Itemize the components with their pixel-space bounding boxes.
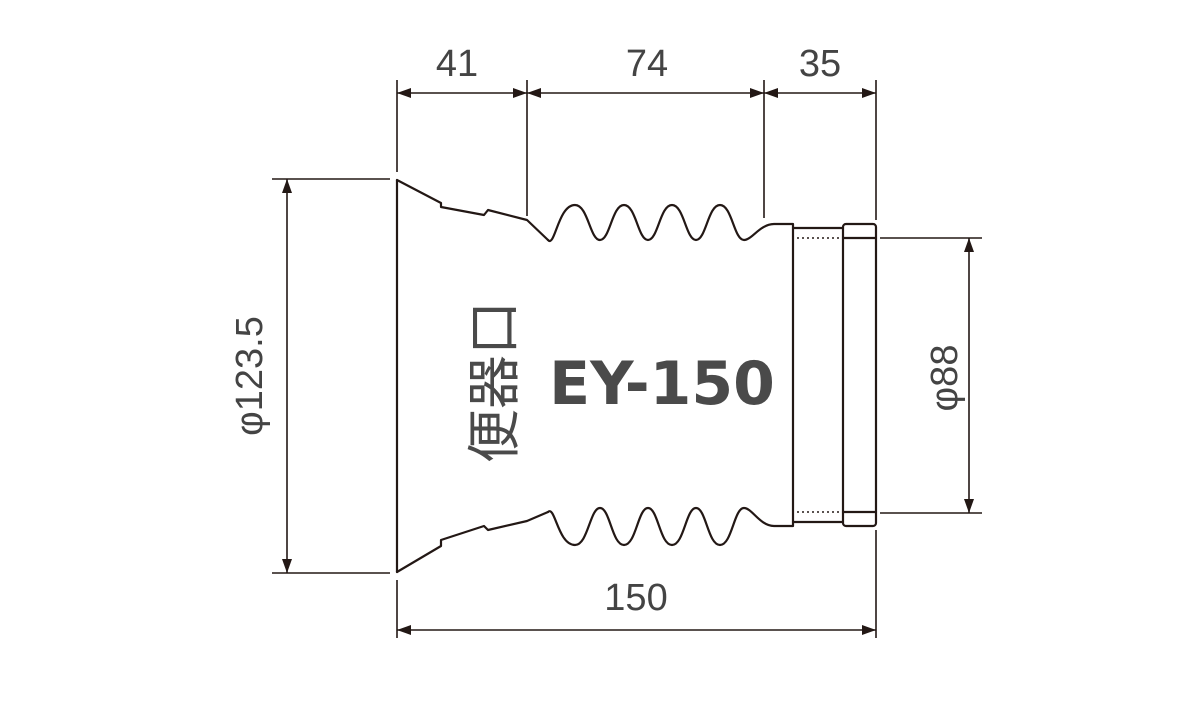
arrowhead xyxy=(764,88,778,98)
arrowhead xyxy=(282,179,292,193)
arrowhead xyxy=(513,88,527,98)
right-diameter-dimension: φ88 xyxy=(924,238,974,513)
arrowhead xyxy=(862,625,876,635)
arrowhead xyxy=(282,559,292,573)
lower-taper xyxy=(395,510,550,574)
left-diameter-dimension: φ123.5 xyxy=(229,179,292,573)
dimension-35: 35 xyxy=(799,43,841,85)
model-label: EY-150 xyxy=(549,349,775,419)
top-dimension: 41 74 35 xyxy=(397,43,876,98)
upper-taper xyxy=(395,178,550,242)
dimension-phi-88: φ88 xyxy=(924,345,966,412)
arrowhead xyxy=(397,88,411,98)
arrowhead xyxy=(397,625,411,635)
dimension-phi-123-5: φ123.5 xyxy=(229,316,271,436)
outlet-label: 便器口 xyxy=(463,301,526,463)
arrowhead xyxy=(750,88,764,98)
arrowhead xyxy=(862,88,876,98)
extension-lines xyxy=(272,80,982,638)
bottom-dimension: 150 xyxy=(397,577,876,635)
arrowhead xyxy=(964,238,974,252)
upper-bellows xyxy=(546,203,795,547)
arrowhead xyxy=(964,499,974,513)
dimension-150: 150 xyxy=(604,577,667,619)
arrowhead xyxy=(527,88,541,98)
dimension-41: 41 xyxy=(436,43,478,85)
outlet-ring xyxy=(841,222,878,528)
dimension-74: 74 xyxy=(626,43,668,85)
part-outline xyxy=(395,178,878,574)
